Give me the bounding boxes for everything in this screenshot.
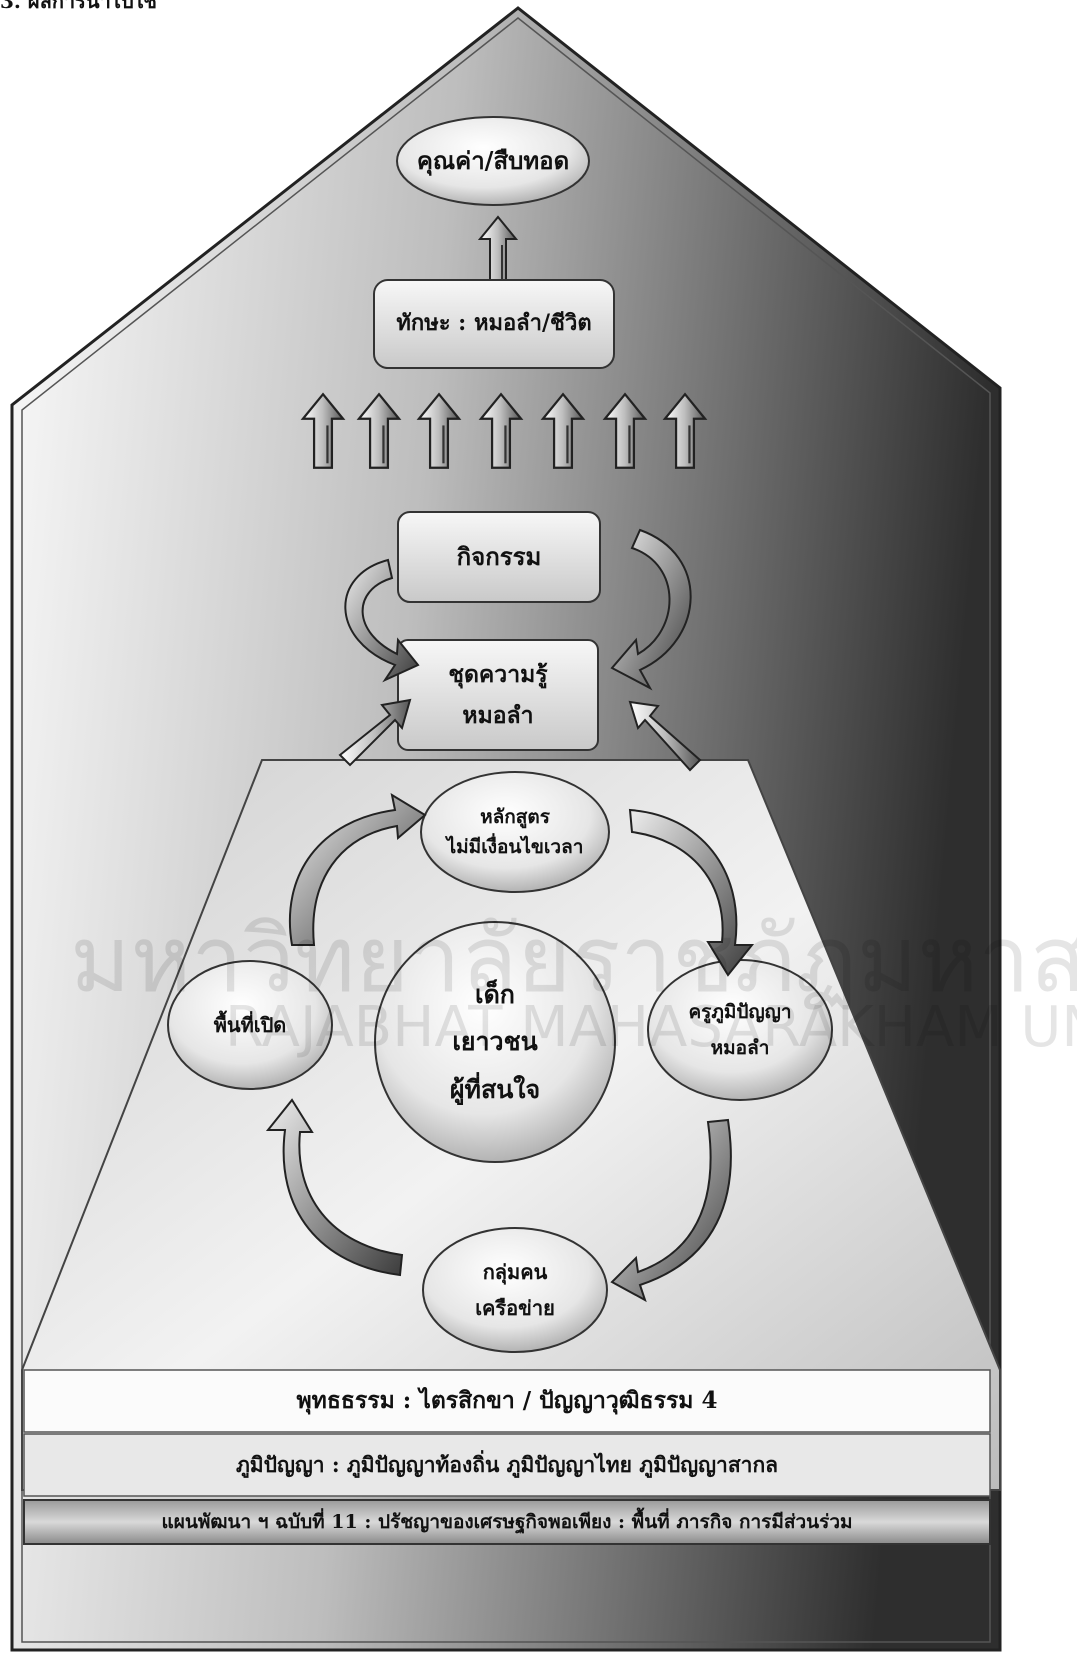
center-line2: เยาวชน: [452, 1027, 538, 1057]
plan-label: แผนพัฒนา ฯ ฉบับที่ 11 : ปรัชญาของเศรษฐกิ…: [161, 1511, 853, 1533]
network-line2: เครือข่าย: [475, 1296, 555, 1320]
cycle-arrow-network-to-open-space: [265, 1098, 404, 1277]
network-label: กลุ่มคน เครือข่าย: [423, 1228, 607, 1352]
wisdom-bar: [23, 1433, 991, 1497]
plan-bar: [23, 1499, 991, 1545]
diagonal-arrow-right: [628, 700, 702, 772]
buddhadhamma-label: พุทธธรรม : ไตรสิกขา / ปัญญาวุฒิธรรม 4: [296, 1387, 718, 1414]
knowledge-label: ชุดความรู้ หมอลำ: [398, 640, 598, 750]
center-label: เด็ก เยาวชน ผู้ที่สนใจ: [375, 922, 615, 1162]
cycle-arrow-open-space-to-curriculum: [288, 792, 427, 946]
house-inner-border: [21, 17, 991, 1643]
cycle-arrow-curriculum-to-teacher: [628, 808, 755, 977]
network-ellipse: [422, 1227, 608, 1353]
activity-box: [397, 511, 601, 603]
activity-label: กิจกรรม: [456, 542, 542, 572]
open-space-label: พื้นที่เปิด: [213, 1013, 287, 1037]
knowledge-box: [397, 639, 599, 751]
center-circle: [374, 921, 616, 1163]
skill-box: [373, 279, 615, 369]
center-line3: ผู้ที่สนใจ: [449, 1074, 541, 1104]
diagonal-arrow-left: [338, 698, 412, 767]
curriculum-line2: ไม่มีเงื่อนไขเวลา: [446, 836, 584, 858]
teacher-label: ครูภูมิปัญญา หมอลำ: [648, 960, 832, 1100]
cycle-arrow-teacher-to-network: [610, 1118, 732, 1303]
curriculum-ellipse: [420, 771, 610, 893]
wisdom-label: ภูมิปัญญา : ภูมิปัญญาท้องถิ่น ภูมิปัญญาไ…: [235, 1451, 779, 1477]
knowledge-line2: หมอลำ: [462, 702, 534, 729]
open-space-ellipse: [167, 960, 333, 1090]
center-line1: เด็ก: [475, 979, 515, 1009]
curriculum-label: หลักสูตร ไม่มีเงื่อนไขเวลา: [421, 772, 609, 892]
knowledge-line1: ชุดความรู้: [448, 660, 548, 688]
skill-label: ทักษะ : หมอลำ/ชีวิต: [396, 310, 592, 337]
value-ellipse: [396, 116, 590, 206]
network-line1: กลุ่มคน: [482, 1260, 548, 1284]
teacher-line1: ครูภูมิปัญญา: [688, 1000, 792, 1023]
curved-arrow-right-upper: [610, 528, 692, 691]
value-label: คุณค่า/สืบทอด: [416, 146, 570, 176]
teacher-line2: หมอลำ: [710, 1037, 770, 1059]
curriculum-line1: หลักสูตร: [480, 805, 550, 828]
curved-arrow-left-upper: [344, 558, 420, 683]
header-fragment: 3. ผลการนำไปใช้: [0, 0, 157, 13]
buddhadhamma-bar: [23, 1369, 991, 1433]
